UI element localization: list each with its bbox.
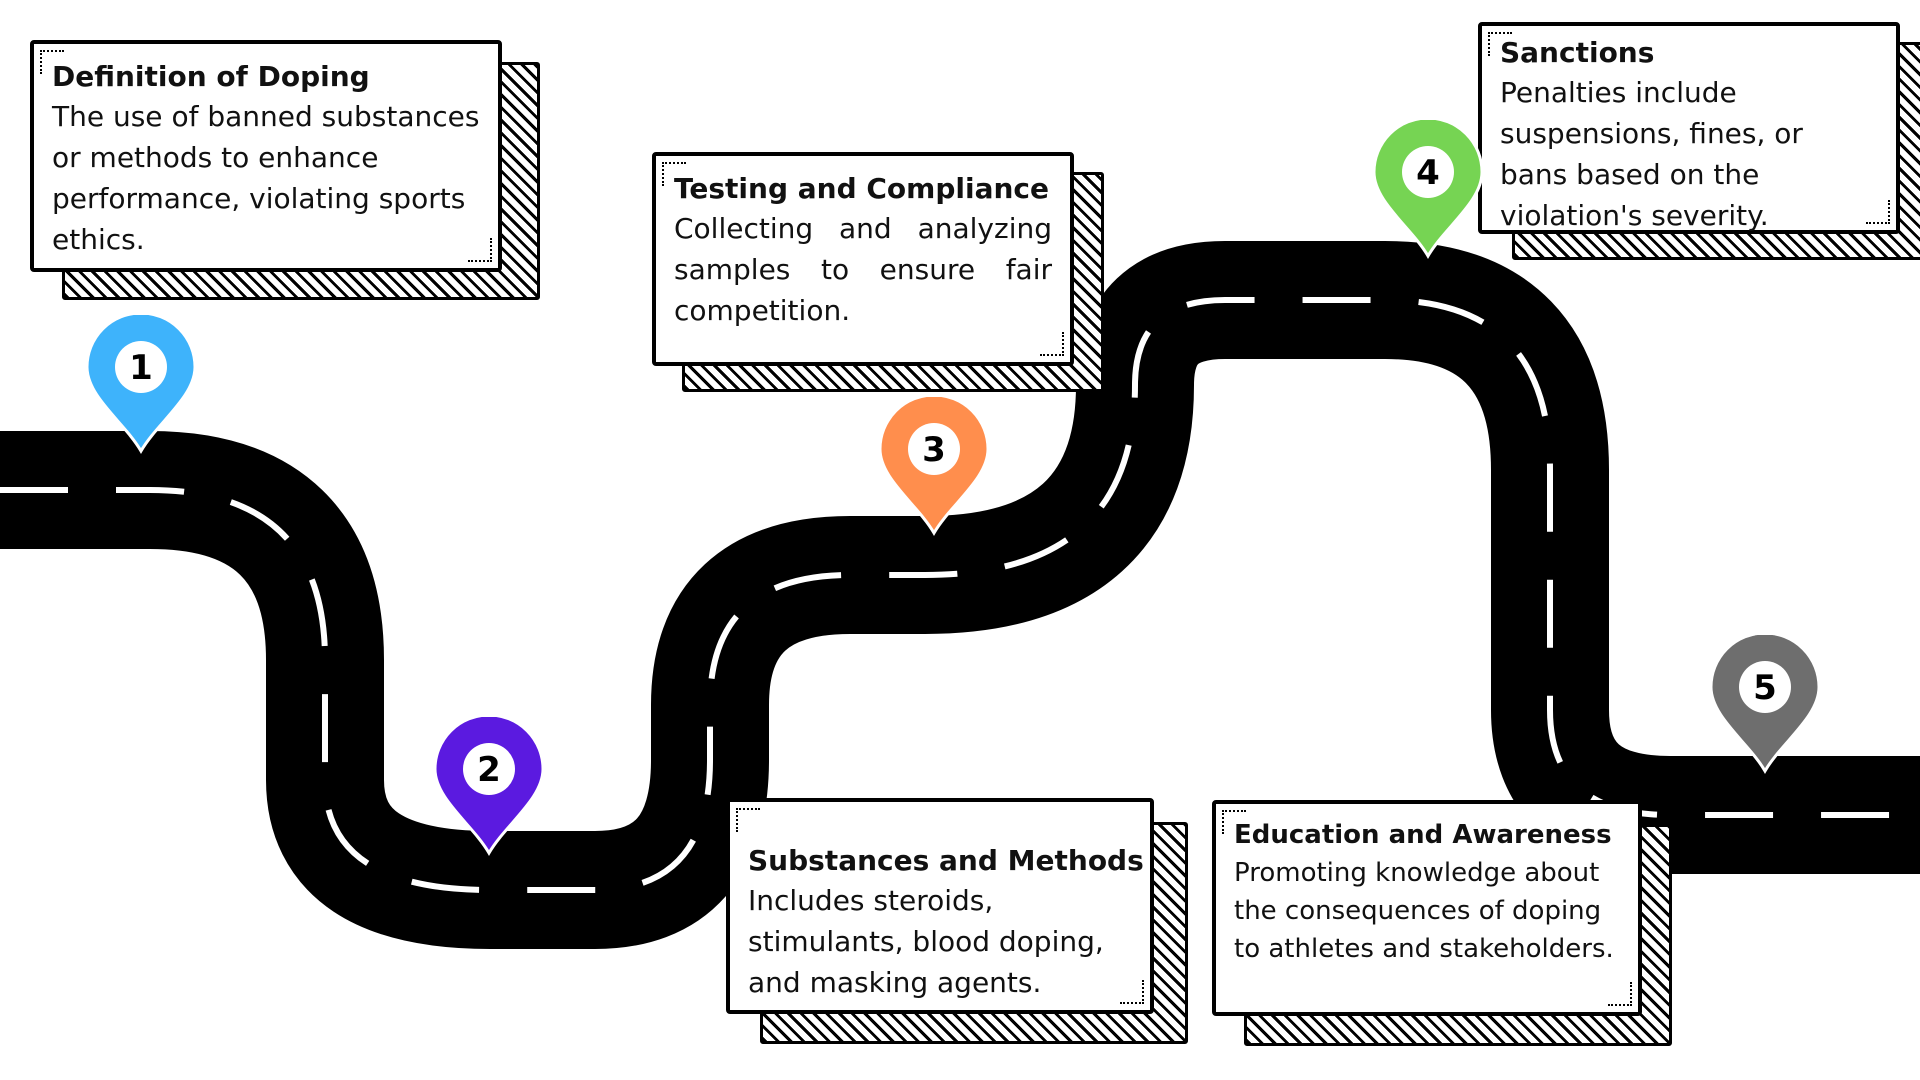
pin-number-circle [463,743,515,795]
pin-number: 4 [1416,153,1440,193]
card-body: Promoting knowledge about the consequenc… [1234,858,1614,964]
pin-number: 2 [477,750,501,790]
step-card-1: Definition of Doping The use of banned s… [30,40,540,302]
card-body: Penalties include suspensions, fines, or… [1500,76,1803,232]
map-pin-2: 2 [433,717,545,857]
step-card-4: Sanctions Penalties include suspensions,… [1478,22,1920,262]
step-card-3: Testing and Compliance Collecting and an… [652,152,1104,394]
step-card-2: Substances and Methods Includes steroids… [726,798,1188,1044]
road-center-dashes [0,297,1920,893]
card-body: Collecting and analyzing samples to ensu… [674,212,1052,327]
card-body: The use of banned substances or methods … [52,100,480,256]
card-body: Includes steroids, stimulants, blood dop… [748,884,1104,999]
card-title: Testing and Compliance [674,172,1049,205]
pin-number: 3 [922,430,946,470]
pin-number-circle [1739,661,1791,713]
card-title: Education and Awareness [1234,820,1612,850]
map-pin-3: 3 [878,397,990,537]
map-pin-1: 1 [85,315,197,455]
card-title: Sanctions [1500,36,1655,69]
map-pin-4: 4 [1372,120,1484,260]
map-pin-5: 5 [1709,635,1821,775]
card-title: Substances and Methods [748,844,1144,877]
step-card-5: Education and Awareness Promoting knowle… [1212,800,1672,1046]
pin-number: 5 [1753,668,1777,708]
pin-number: 1 [129,348,153,388]
pin-number-circle [115,341,167,393]
pin-number-circle [1402,146,1454,198]
pin-number-circle [908,423,960,475]
card-title: Definition of Doping [52,60,370,93]
